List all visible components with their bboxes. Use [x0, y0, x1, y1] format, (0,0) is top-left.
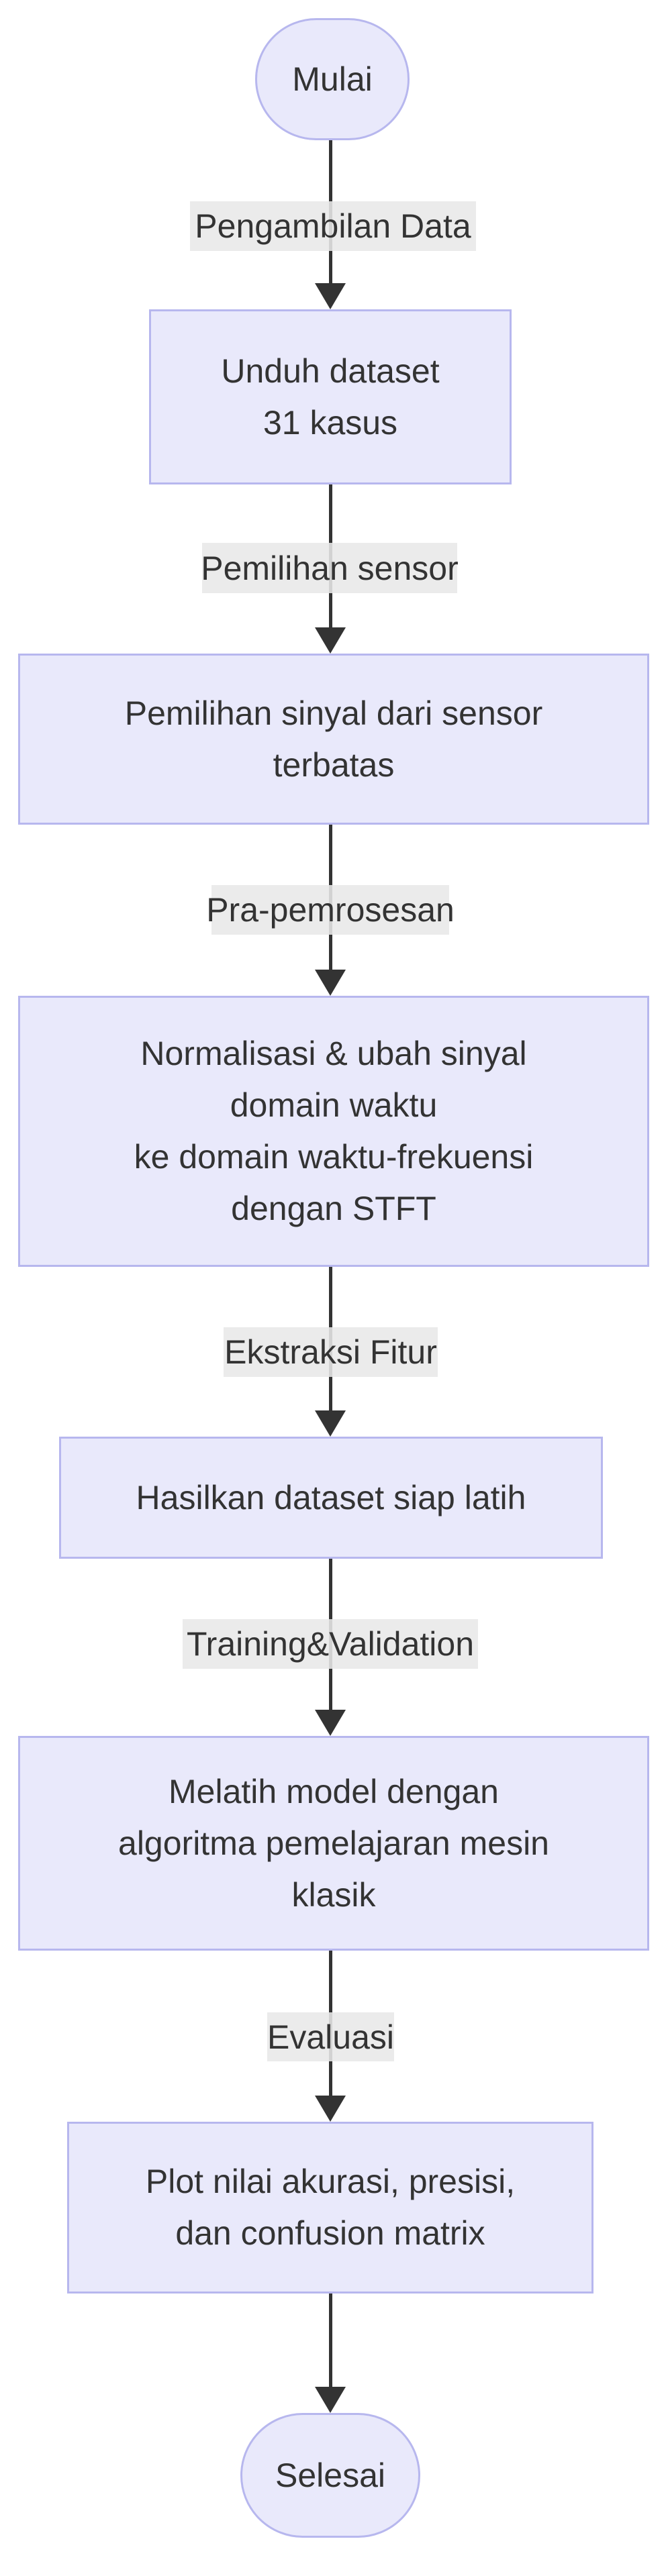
arrowhead-icon: [315, 2387, 346, 2413]
arrowhead-icon: [315, 2096, 346, 2122]
node-text-line: dengan STFT: [231, 1190, 436, 1227]
node-text-line: Mulai: [292, 60, 373, 98]
edge-label-training-validation: Training&Validation: [183, 1619, 478, 1669]
node-text-line: terbatas: [273, 745, 395, 784]
arrowhead-icon: [315, 1410, 346, 1437]
edge-label-evaluasi: Evaluasi: [267, 2012, 394, 2061]
edge-line: [329, 2294, 332, 2389]
node-unduh-dataset: Unduh dataset 31 kasus: [149, 309, 512, 484]
edge-label-text: Training&Validation: [186, 1625, 475, 1663]
edge-label-pra-pemrosesan: Pra-pemrosesan: [206, 885, 455, 935]
arrowhead-icon: [315, 1710, 346, 1736]
node-text-line: 31 kasus: [263, 403, 398, 442]
node-mulai: Mulai: [255, 18, 410, 140]
node-melatih-model: Melatih model dengan algoritma pemelajar…: [18, 1736, 649, 1951]
edge-label-text: Ekstraksi Fitur: [224, 1333, 437, 1371]
edge-label-pemilihan-sensor: Pemilihan sensor: [201, 543, 459, 593]
node-text-line: Plot nilai akurasi, presisi,: [145, 2163, 516, 2200]
node-text-line: Selesai: [275, 2456, 385, 2494]
node-text-line: Normalisasi & ubah sinyal: [140, 1035, 527, 1072]
edge-label-ekstraksi-fitur: Ekstraksi Fitur: [224, 1327, 438, 1377]
node-text-line: ke domain waktu-frekuensi: [134, 1138, 534, 1176]
edge-label-text: Pra-pemrosesan: [206, 891, 455, 929]
node-text-line: Unduh dataset: [221, 352, 440, 390]
node-text-line: algoritma pemelajaran mesin: [118, 1824, 549, 1862]
node-selesai: Selesai: [240, 2413, 420, 2538]
edge-label-text: Pengambilan Data: [195, 207, 471, 245]
node-text-line: Pemilihan sinyal dari sensor: [124, 694, 543, 732]
arrowhead-icon: [315, 970, 346, 996]
node-text-line: Hasilkan dataset siap latih: [136, 1478, 526, 1516]
arrowhead-icon: [315, 627, 346, 654]
node-normalisasi-stft: Normalisasi & ubah sinyal domain waktu k…: [18, 996, 649, 1267]
node-text-line: klasik: [291, 1875, 376, 1914]
edge-label-text: Pemilihan sensor: [201, 549, 459, 587]
arrowhead-icon: [315, 283, 346, 309]
node-hasilkan-dataset: Hasilkan dataset siap latih: [59, 1437, 603, 1559]
node-pemilihan-sinyal: Pemilihan sinyal dari sensor terbatas: [18, 654, 649, 825]
node-text-line: dan confusion matrix: [175, 2214, 485, 2252]
edge-label-text: Evaluasi: [267, 2018, 394, 2056]
node-plot-evaluasi: Plot nilai akurasi, presisi, dan confusi…: [67, 2122, 593, 2294]
node-text-line: domain waktu: [230, 1086, 438, 1124]
edge-label-pengambilan-data: Pengambilan Data: [190, 201, 476, 251]
node-text-line: Melatih model dengan: [169, 1772, 499, 1810]
